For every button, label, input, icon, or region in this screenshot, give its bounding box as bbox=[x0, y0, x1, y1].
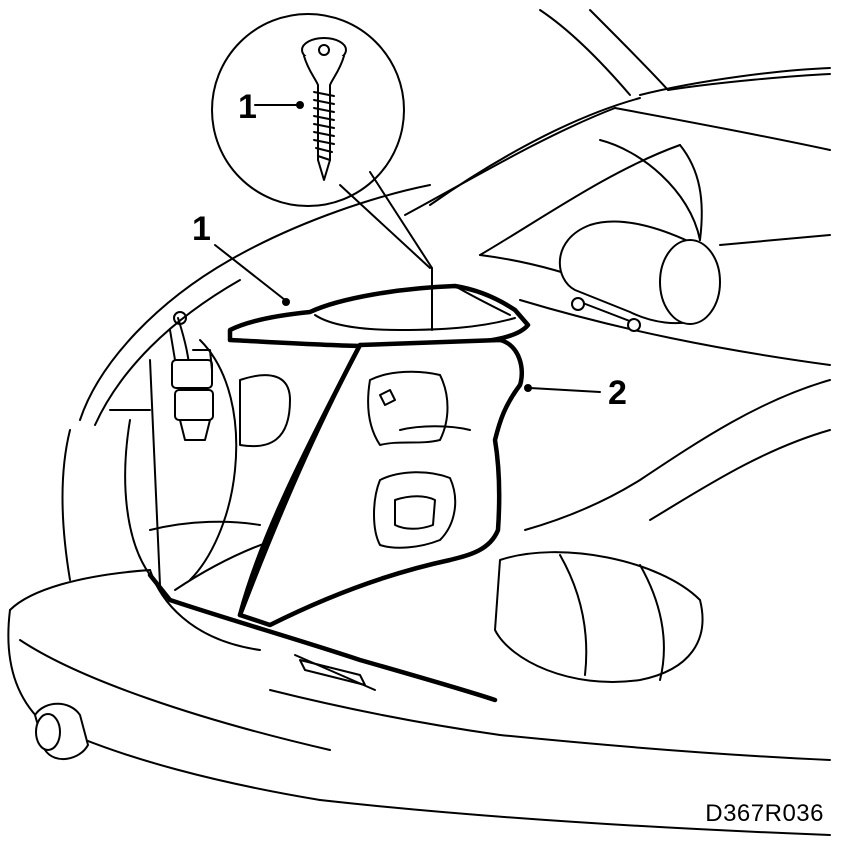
exhaust-pipe bbox=[34, 702, 89, 760]
wiring-connector bbox=[169, 311, 214, 441]
screw-icon bbox=[301, 37, 347, 181]
trim-panel-label: 2 bbox=[608, 374, 627, 412]
trunk-left-wall bbox=[189, 339, 291, 581]
speaker-cylinder bbox=[558, 220, 721, 332]
rear-window-outline bbox=[404, 9, 831, 216]
rear-shelf bbox=[227, 283, 531, 349]
figure-id: D367R036 bbox=[705, 800, 824, 827]
shelf-label: 1 bbox=[192, 210, 211, 248]
parcel-shelf bbox=[479, 139, 831, 366]
taillight bbox=[494, 551, 704, 683]
screw-detail-label: 1 bbox=[238, 88, 257, 126]
leader-lines bbox=[214, 101, 601, 393]
screw-detail-circle bbox=[211, 13, 433, 331]
trunk-trim-panel bbox=[237, 337, 525, 628]
car-body-outline bbox=[7, 184, 831, 836]
